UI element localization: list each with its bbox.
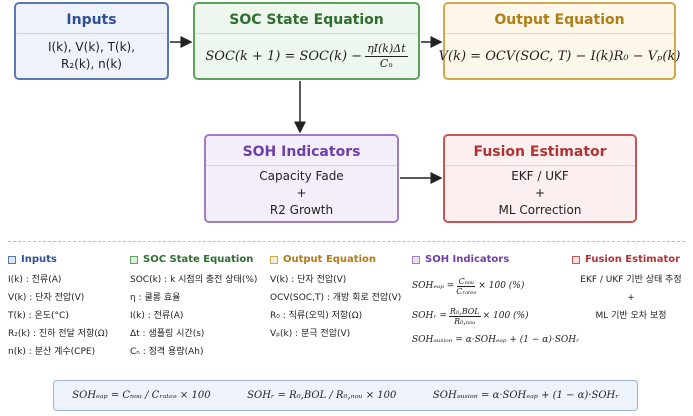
inputs-line-1: I(k), V(k), T(k), [47,40,136,54]
summary-soh-resistance: SOHᵣ = R₀,BOL / R₀,ₙₒᵤ × 100 [247,390,397,401]
legend-inputs-row: I(k) : 전류(A) [8,275,62,285]
soc-equation-lhs: SOC(k + 1) = SOC(k) − [205,48,363,64]
legend-output-row: OCV(SOC,T) : 개방 회로 전압(V) [270,293,402,303]
soc-title: SOC State Equation [195,4,418,34]
legend-output-swatch [270,255,278,264]
legend-soh-capacity-formula: SOHₑₐₚ = Cₙₒᵤ Cᵣₐₜₑₔ × 100 (%) [412,271,579,301]
soh-plus: + [296,186,307,200]
fusion-title: Fusion Estimator [445,136,635,166]
soh-r-rhs: × 100 (%) [482,311,529,321]
legend-fusion-swatch [572,255,580,264]
soh-line-1: Capacity Fade [259,169,344,183]
inputs-box: Inputs I(k), V(k), T(k), R₂(k), n(k) [14,2,169,80]
soh-cap-fraction: Cₙₒᵤ Cᵣₐₜₑₔ [456,277,476,296]
legend-soc: SOC State Equation SOC(k) : k 시점의 충전 상태(… [130,254,257,361]
legend-inputs-row: n(k) : 분산 계수(CPE) [8,347,96,357]
legend-fusion-row: EKF / UKF 기반 상태 추정 [580,275,682,285]
legend-inputs-row: R₂(k) : 진하 전달 저항(Ω) [8,329,109,339]
legend-inputs-row: T(k) : 온도(°C) [8,311,69,321]
legend-soc-row: Cₙ : 정격 용량(Ah) [130,347,204,357]
summary-soh-capacity: SOHₑₐₚ = Cₙₒᵤ / Cᵣₐₜₑₔ × 100 [72,390,211,401]
soc-fraction-denominator: Cₙ [379,56,393,70]
legend-soc-swatch [130,255,138,264]
soc-state-equation-box: SOC State Equation SOC(k + 1) = SOC(k) −… [193,2,420,80]
soh-r-numerator: R₀,BOL [448,306,481,317]
legend-soc-row: Δt : 샘플링 시간(s) [130,329,205,339]
legend-soc-row: η : 쿨롱 효율 [130,293,181,303]
soh-fusion-equation: SOHₔᵤₛᵢₒₙ = α·SOHₑₐₚ + (1 − α)·SOHᵣ [412,335,580,345]
legend-soc-title: SOC State Equation [143,254,254,265]
legend-output-row: V(k) : 단자 전압(V) [270,275,347,285]
legend-output-row: Vₚ(k) : 분극 전압(V) [270,329,351,339]
summary-soh-fusion: SOHₔᵤₛᵢₒₙ = α·SOHₑₐₚ + (1 − α)·SOHᵣ [432,390,619,401]
soh-line-2: R2 Growth [269,203,334,217]
output-equation: V(k) = OCV(SOC, T) − I(k)R₀ − Vₚ(k) [438,48,681,64]
legend-inputs: Inputs I(k) : 전류(A) V(k) : 단자 전압(V) T(k)… [8,254,108,361]
legend-fusion: Fusion Estimator EKF / UKF 기반 상태 추정 + ML… [572,254,690,325]
legend-soc-row: SOC(k) : k 시점의 충전 상태(%) [130,275,258,285]
legend-output-title: Output Equation [283,254,376,265]
legend-soh-fusion-formula: SOHₔᵤₛᵢₒₙ = α·SOHₑₐₚ + (1 − α)·SOHᵣ [412,331,579,349]
legend-divider [8,241,685,242]
soh-r-denominator: R₀,ₙₒᵤ [454,316,476,326]
legend-inputs-title: Inputs [21,254,57,265]
soc-fraction-numerator: ηI(k)Δt [365,41,408,57]
fusion-estimator-box: Fusion Estimator EKF / UKF + ML Correcti… [443,134,637,223]
legend-soh: SOH Indicators SOHₑₐₚ = Cₙₒᵤ Cᵣₐₜₑₔ × 10… [412,254,579,349]
fusion-line-1: EKF / UKF [511,169,569,183]
soh-r-lhs: SOHᵣ = [412,311,447,321]
legend-output: Output Equation V(k) : 단자 전압(V) OCV(SOC,… [270,254,401,343]
inputs-line-2: R₂(k), n(k) [60,57,122,71]
legend-soc-row: I(k) : 전류(A) [130,311,184,321]
fusion-line-2: ML Correction [498,203,582,217]
soh-title: SOH Indicators [206,136,397,166]
legend-fusion-title: Fusion Estimator [585,254,681,265]
legend-soh-title: SOH Indicators [425,254,510,265]
soc-equation-fraction: ηI(k)Δt Cₙ [365,41,408,70]
inputs-title: Inputs [16,4,167,34]
legend-output-row: R₀ : 직류(오믹) 저항(Ω) [270,311,363,321]
output-title: Output Equation [445,4,674,34]
summary-formula-bar: SOHₑₐₚ = Cₙₒᵤ / Cᵣₐₜₑₔ × 100 SOHᵣ = R₀,B… [53,380,638,411]
soh-cap-numerator: Cₙₒᵤ [457,276,476,287]
legend-inputs-row: V(k) : 단자 전압(V) [8,293,85,303]
output-equation-box: Output Equation V(k) = OCV(SOC, T) − I(k… [439,2,680,80]
soh-cap-rhs: × 100 (%) [478,281,525,291]
fusion-plus: + [534,186,546,200]
legend-soh-swatch [412,255,420,264]
soc-equation: SOC(k + 1) = SOC(k) − ηI(k)Δt Cₙ [205,41,408,70]
legend-fusion-plus: + [627,293,635,303]
soh-cap-lhs: SOHₑₐₚ = [412,281,455,291]
soh-r-fraction: R₀,BOL R₀,ₙₒᵤ [448,306,481,326]
legend-fusion-row: ML 기반 오차 보정 [595,311,667,321]
soh-cap-denominator: Cᵣₐₜₑₔ [456,286,477,296]
legend-soh-resistance-formula: SOHᵣ = R₀,BOL R₀,ₙₒᵤ × 100 (%) [412,301,579,331]
legend-inputs-swatch [8,255,16,264]
soh-indicators-box: SOH Indicators Capacity Fade + R2 Growth [204,134,399,223]
